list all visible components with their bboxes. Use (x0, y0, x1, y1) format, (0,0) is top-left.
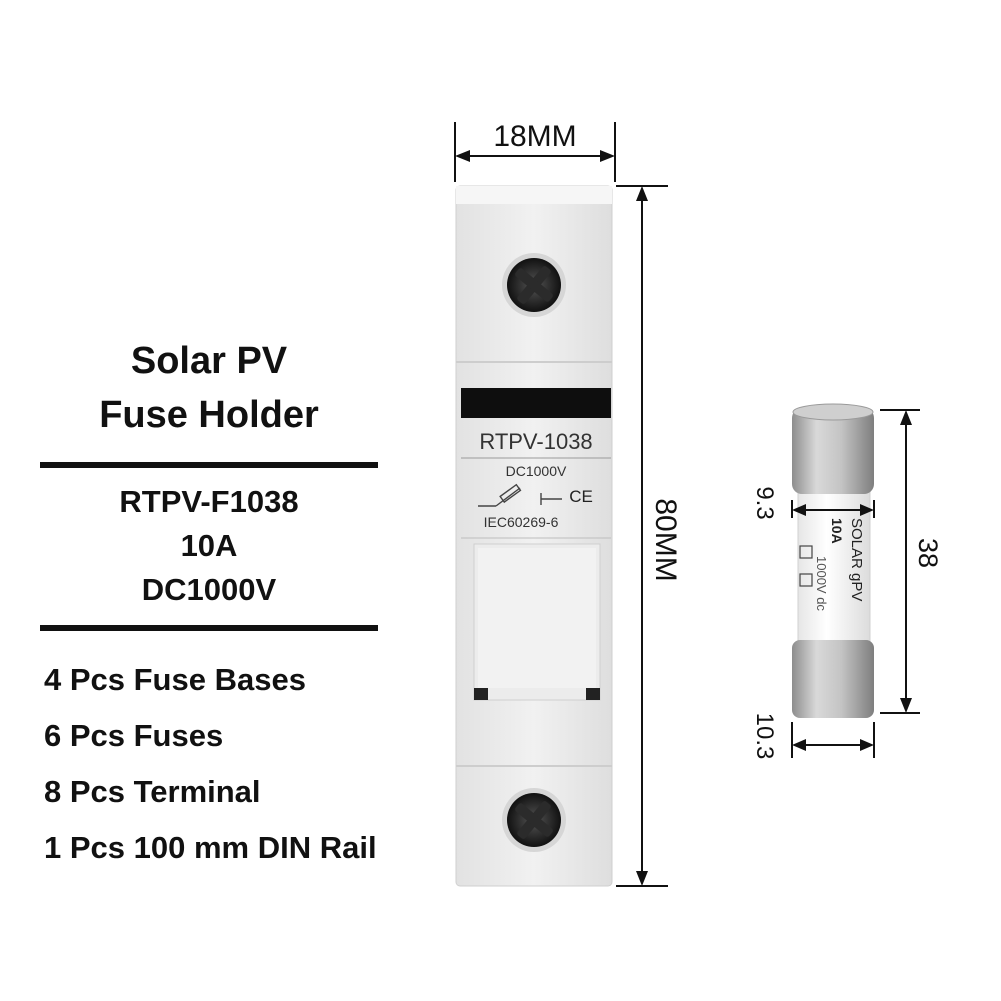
fuse-cap-top (792, 408, 874, 494)
divider-bottom (40, 625, 378, 631)
fuse-diameter-bottom-dimension (791, 722, 875, 758)
holder-fuse-cover-face (478, 548, 596, 688)
fuse-diameter-top-label: 9.3 (751, 486, 778, 519)
fuse-length-dimension (880, 409, 920, 714)
fuse-cap-bottom (792, 640, 874, 718)
holder-standard-label: IEC60269-6 (484, 514, 559, 530)
package-item-fuses: 6 Pcs Fuses (44, 718, 224, 753)
spec-voltage: DC1000V (141, 572, 277, 607)
holder-height-dimension (616, 185, 668, 887)
fuse-cap-top-face (792, 403, 874, 421)
fuse-diameter-top-dimension (791, 500, 875, 518)
fuse-voltage: 1000V dc (814, 556, 829, 611)
spec-model: RTPV-F1038 (119, 484, 299, 519)
fuse-mark-box-1 (799, 545, 813, 559)
fuse-diameter-bottom-label: 10.3 (751, 713, 778, 760)
product-title-line1: Solar PV (130, 340, 288, 382)
product-title-line2: Fuse Holder (99, 394, 319, 436)
package-item-terminal: 8 Pcs Terminal (44, 774, 261, 809)
holder-height-label: 80MM (649, 498, 682, 581)
holder-voltage-label: DC1000V (506, 463, 567, 479)
package-item-din-rail: 1 Pcs 100 mm DIN Rail (44, 830, 377, 865)
screw-top-icon (502, 253, 566, 317)
fuse-length-label: 38 (913, 538, 943, 568)
holder-latch-right (586, 688, 600, 700)
fuse-holder: RTPV-1038 DC1000V CE IEC60269-6 (455, 185, 613, 887)
cartridge-fuse: SOLAR gPV 10A 1000V dc (792, 403, 874, 718)
holder-width-dimension (454, 122, 616, 182)
holder-model-label: RTPV-1038 (479, 429, 592, 454)
fuse-tube (797, 489, 871, 651)
fuse-brand-line: SOLAR gPV (848, 518, 865, 601)
fuse-rating: 10A (829, 518, 845, 544)
holder-label-bar (461, 388, 611, 418)
holder-top-lip (456, 186, 612, 204)
fuse-mark-box-2 (799, 573, 813, 587)
fuse-symbol-icon (478, 483, 562, 507)
spec-current: 10A (180, 528, 238, 563)
holder-latch-left (474, 688, 488, 700)
package-item-fuse-bases: 4 Pcs Fuse Bases (44, 662, 306, 697)
screw-bottom-icon (502, 788, 566, 852)
holder-width-label: 18MM (493, 120, 576, 153)
divider-top (40, 462, 378, 468)
ce-mark: CE (569, 487, 593, 506)
